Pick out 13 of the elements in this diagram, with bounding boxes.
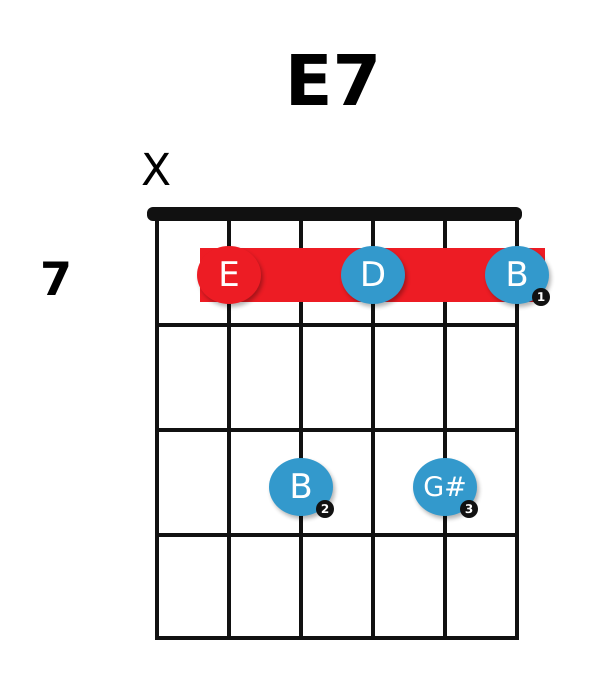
note-name: E	[218, 255, 240, 295]
muted-string-mark: X	[141, 145, 172, 196]
chord-title: E7	[284, 40, 382, 122]
finger-number: 1	[532, 288, 550, 306]
note-dot	[413, 458, 477, 516]
note-name: D	[360, 255, 386, 295]
note-name: G#	[423, 472, 467, 502]
finger-number: 2	[316, 500, 334, 518]
fret-number: 7	[40, 252, 72, 306]
note-name: B	[505, 255, 529, 295]
note-name: B	[289, 467, 313, 507]
finger-number: 3	[460, 500, 478, 518]
note-dot	[269, 458, 333, 516]
